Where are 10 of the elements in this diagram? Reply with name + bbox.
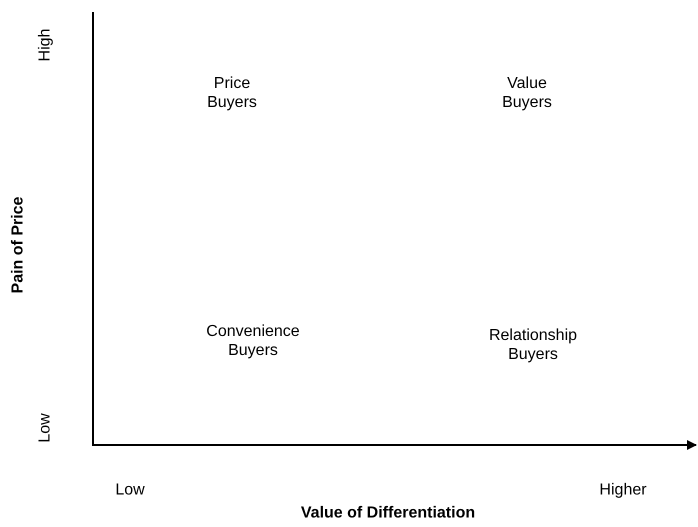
axis-tick-label: High xyxy=(36,28,54,62)
quadrant-label: Value Buyers xyxy=(501,74,553,112)
axis-title: Value of Differentiation xyxy=(300,504,476,522)
axis-tick-label: Low xyxy=(115,480,145,500)
quadrant-label: Convenience Buyers xyxy=(205,322,301,360)
quadrant-label: Price Buyers xyxy=(206,74,258,112)
quadrant-label: Relationship Buyers xyxy=(488,326,578,364)
axis-tick-label: Low xyxy=(36,413,54,443)
axis-title: Pain of Price xyxy=(8,196,28,294)
axis-tick-label: Higher xyxy=(599,480,647,500)
